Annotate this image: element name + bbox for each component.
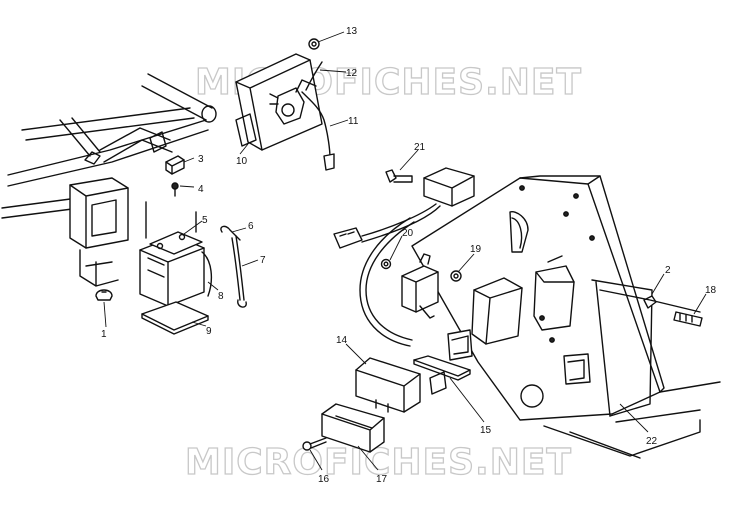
callout-22: 22 (646, 436, 658, 447)
cover-part-17 (321, 403, 385, 453)
mounting-plate-part (411, 175, 721, 459)
wire-harness (333, 203, 441, 347)
callout-8: 8 (218, 291, 224, 302)
callout-10: 10 (236, 156, 248, 167)
callout-12: 12 (346, 68, 358, 79)
battery-strap-part (201, 251, 213, 297)
callout-14: 14 (336, 335, 348, 346)
callout-17: 17 (376, 474, 388, 485)
regulator-part (355, 357, 421, 413)
callout-15: 15 (480, 425, 492, 436)
nut-part-20 (380, 258, 392, 270)
washer-part-19 (450, 270, 462, 282)
battery-pad-part (141, 301, 209, 335)
bolt-part-18 (673, 311, 703, 327)
spacer-part-2 (599, 289, 701, 313)
mount-bracket-part-15 (413, 355, 471, 395)
screw-part-16 (302, 437, 327, 451)
watermark-bottom: MICROFICHES.NET (185, 442, 572, 483)
callouts: 1 2 3 4 5 6 7 8 9 10 11 12 13 14 15 16 1… (101, 26, 717, 485)
switch-wires (301, 61, 335, 171)
leader-lines (103, 31, 707, 471)
callout-5: 5 (202, 215, 208, 226)
callout-6: 6 (248, 221, 254, 232)
battery-cable-part (220, 225, 247, 308)
bolt-part-21 (385, 169, 413, 183)
cdi-box-part (423, 167, 475, 207)
callout-1: 1 (101, 329, 107, 340)
battery-bracket (69, 177, 129, 287)
callout-21: 21 (414, 142, 426, 153)
terminal-cover-part (165, 155, 185, 175)
terminal-screw-part (171, 182, 179, 197)
callout-4: 4 (198, 184, 204, 195)
callout-7: 7 (260, 255, 266, 266)
callout-9: 9 (206, 326, 212, 337)
callout-20: 20 (402, 228, 414, 239)
frame-tubes (1, 73, 217, 219)
callout-13: 13 (346, 26, 358, 37)
callout-16: 16 (318, 474, 330, 485)
callout-18: 18 (705, 285, 717, 296)
callout-3: 3 (198, 154, 204, 165)
ignition-coil-part (401, 253, 439, 319)
battery-clip-part (95, 289, 113, 301)
nut-part-13 (308, 38, 320, 50)
battery-part (139, 201, 205, 307)
callout-11: 11 (348, 116, 359, 127)
callout-19: 19 (470, 244, 482, 255)
switch-bracket-part (235, 53, 323, 151)
callout-2: 2 (665, 265, 671, 276)
